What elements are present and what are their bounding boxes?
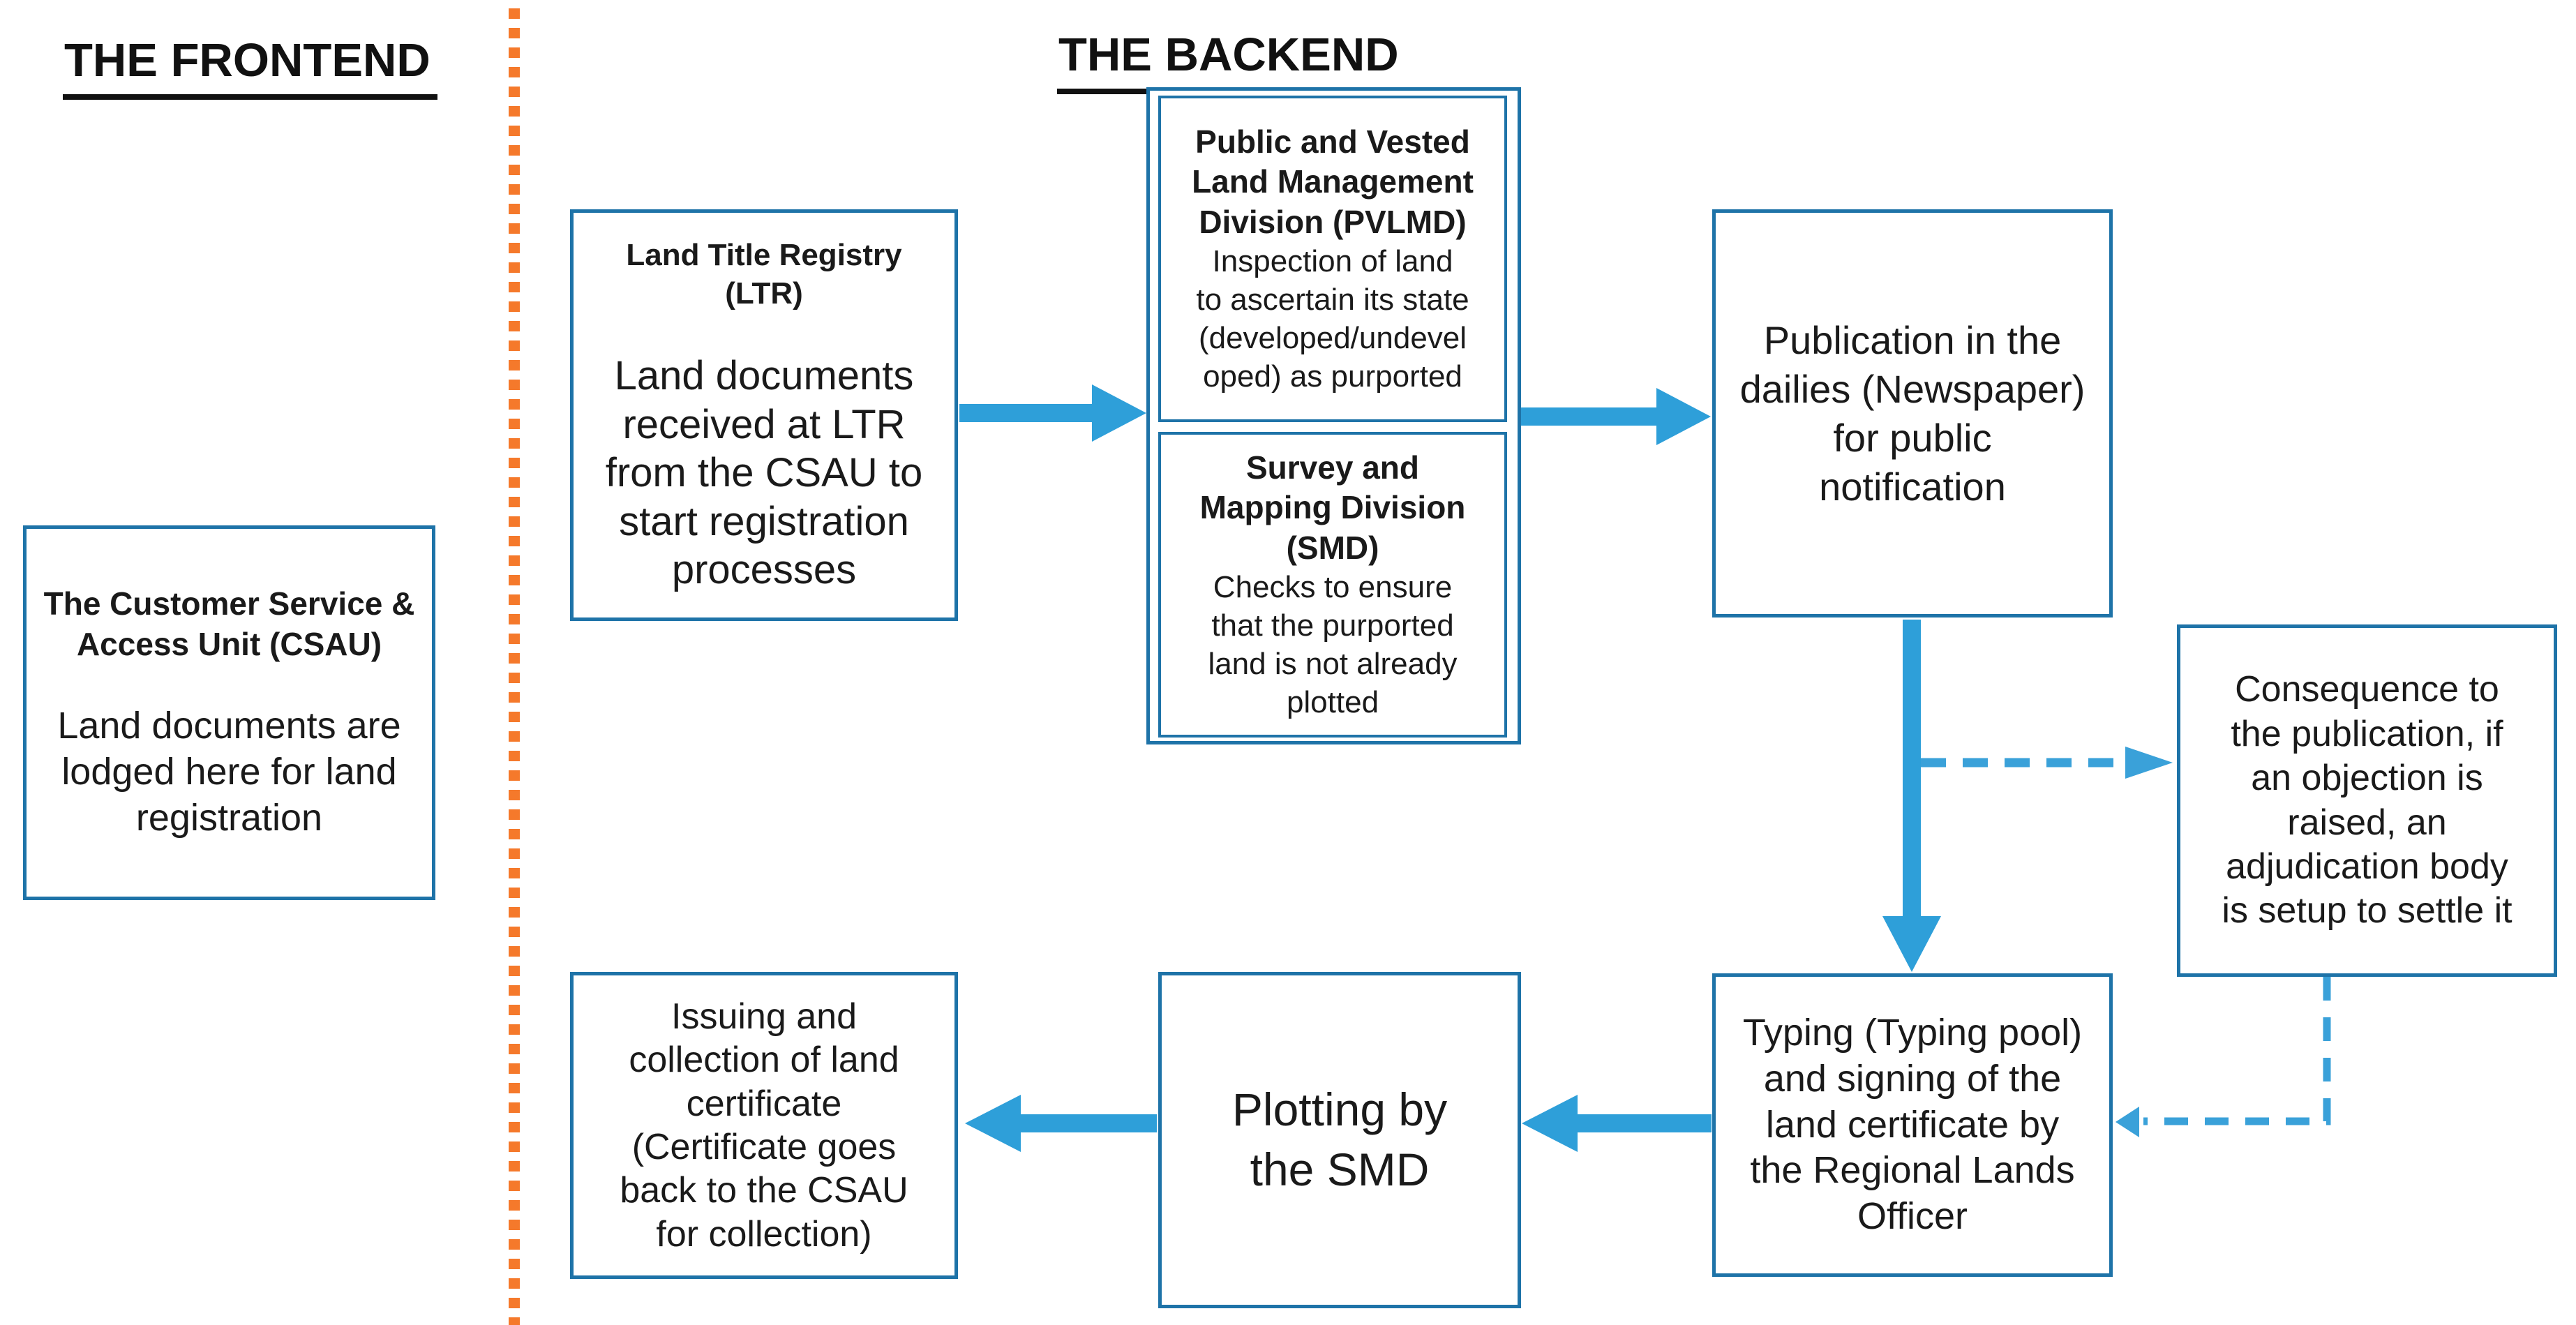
publication-box: Publication in the dailies (Newspaper) f…	[1712, 209, 2113, 617]
smd-body: Checks to ensure that the purported land…	[1208, 570, 1458, 720]
smd-box: Survey and Mapping Division (SMD) Checks…	[1158, 432, 1507, 738]
consequence-body: Consequence to the publication, if an ob…	[2222, 669, 2513, 931]
plotting-box: Plotting by the SMD	[1158, 972, 1521, 1308]
issuing-box: Issuing and collection of land certifica…	[570, 972, 958, 1279]
frontend-heading: THE FRONTEND	[63, 33, 437, 100]
arrow-divisions-to-publication	[1521, 388, 1711, 445]
dashed-arrow-to-consequence-head	[2125, 747, 2173, 779]
arrow-ltr-to-divisions	[959, 384, 1146, 442]
csau-title: The Customer Service & Access Unit (CSAU…	[43, 585, 415, 662]
pvlmd-box: Public and Vested Land Management Divisi…	[1158, 96, 1507, 422]
smd-title: Survey and Mapping Division (SMD)	[1199, 449, 1466, 566]
backend-heading-text: THE BACKEND	[1057, 28, 1406, 94]
csau-body: Land documents are lodged here for land …	[57, 705, 401, 839]
backend-heading: THE BACKEND	[1057, 28, 1406, 94]
dashed-arrow-consequence-to-typing-line	[2143, 977, 2331, 1125]
pvlmd-body: Inspection of land to ascertain its stat…	[1196, 244, 1469, 394]
issuing-body: Issuing and collection of land certifica…	[620, 996, 908, 1255]
typing-body: Typing (Typing pool) and signing of the …	[1742, 1011, 2083, 1238]
ltr-title: Land Title Registry (LTR)	[626, 238, 902, 311]
ltr-body: Land documents received at LTR from the …	[605, 353, 923, 593]
arrow-typing-to-plotting	[1522, 1095, 1712, 1152]
csau-box: The Customer Service & Access Unit (CSAU…	[23, 525, 435, 900]
dashed-arrow-consequence-to-typing-head	[2116, 1107, 2139, 1137]
plotting-body: Plotting by the SMD	[1231, 1084, 1448, 1195]
arrow-publication-to-typing	[1882, 620, 1941, 972]
ltr-box: Land Title Registry (LTR) Land documents…	[570, 209, 958, 621]
frontend-backend-dotted-divider	[509, 8, 520, 1325]
publication-body: Publication in the dailies (Newspaper) f…	[1739, 317, 2085, 509]
pvlmd-title: Public and Vested Land Management Divisi…	[1192, 123, 1474, 240]
pvlmd-smd-group-box: Public and Vested Land Management Divisi…	[1146, 87, 1521, 744]
consequence-box: Consequence to the publication, if an ob…	[2177, 624, 2557, 977]
frontend-heading-text: THE FRONTEND	[63, 33, 437, 100]
typing-box: Typing (Typing pool) and signing of the …	[1712, 973, 2113, 1277]
arrow-plotting-to-issuing	[965, 1095, 1157, 1152]
